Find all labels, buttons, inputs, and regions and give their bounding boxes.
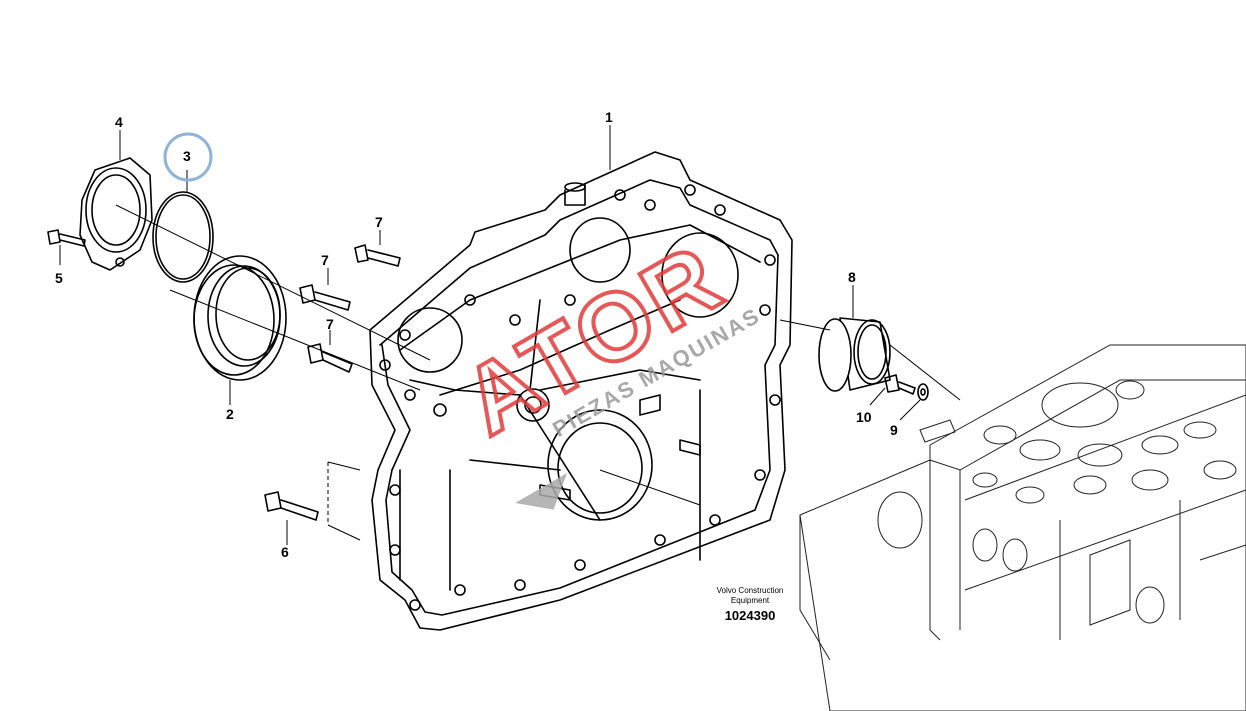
callout-5[interactable]: 5	[55, 270, 63, 286]
credit-line-1: Volvo Construction	[716, 586, 784, 595]
timing-cover-drawing	[327, 151, 793, 631]
bolts-drawing	[47, 229, 929, 521]
callout-7-top[interactable]: 7	[375, 214, 383, 230]
callout-2[interactable]: 2	[226, 406, 234, 422]
leader-lines	[59, 125, 961, 545]
engine-block-drawing	[799, 344, 1246, 711]
callout-9[interactable]: 9	[890, 422, 898, 438]
credit-line-2: Equipment	[730, 596, 770, 605]
document-number: 1024390	[724, 608, 776, 623]
o-ring-drawing	[152, 191, 214, 283]
publisher-credit: Volvo Construction Equipment	[700, 586, 800, 606]
callout-10[interactable]: 10	[856, 409, 872, 425]
front-cover-plate-drawing	[79, 157, 153, 271]
callout-7-middle[interactable]: 7	[321, 252, 329, 268]
callout-3[interactable]: 3	[183, 148, 191, 164]
sleeve-drawing	[818, 317, 891, 392]
callout-4[interactable]: 4	[115, 114, 123, 130]
callout-7-lower[interactable]: 7	[326, 316, 334, 332]
callout-1[interactable]: 1	[605, 109, 613, 125]
callout-8[interactable]: 8	[848, 269, 856, 285]
callout-3-highlight	[163, 132, 213, 182]
callout-6[interactable]: 6	[281, 544, 289, 560]
